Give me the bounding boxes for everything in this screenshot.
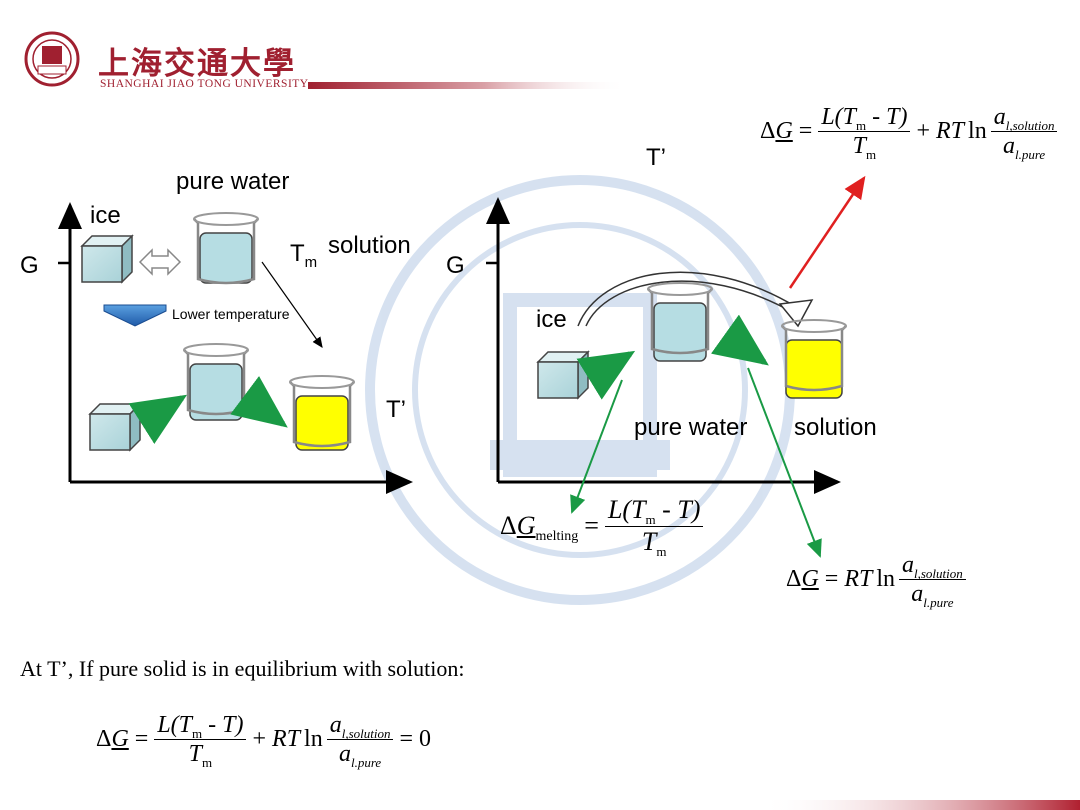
left-y-axis-label: G [20,252,39,279]
left-axes [58,202,413,494]
right-pure-water-label: pure water [634,414,748,441]
lower-temperature-label: Lower temperature [172,306,290,322]
equation-top: ΔG = L(Tm - T) Tm + RT ln al,solution al… [760,104,1058,162]
equation-melting: ΔGmelting = L(Tm - T) Tm [500,495,704,558]
left-solution-label: solution [328,232,411,259]
double-arrow-icon [138,248,182,276]
ice-cube-right [536,350,590,400]
curved-arrow-ice-to-solution [577,271,814,328]
left-tprime-label: T’ [386,396,406,423]
green-arrow-left-2 [230,376,288,428]
university-name-cn: 上海交通大學 [98,46,296,82]
green-arrow-right-2 [710,314,769,366]
right-solution-label: solution [794,414,877,441]
left-tm-label: Tm [290,240,318,271]
equilibrium-statement: At T’, If pure solid is in equilibrium w… [20,656,465,681]
arrow-tm-to-solution [261,261,323,348]
green-arrow-right-1 [576,350,636,400]
university-name-en: SHANGHAI JIAO TONG UNIVERSITY [100,78,309,90]
arrow-to-mixing-eq [747,367,822,558]
lower-temperature-arrow-icon [103,304,167,327]
right-y-axis-label: G [446,252,465,279]
beaker-pure-water-left-top [192,211,260,285]
right-axes [486,197,841,494]
equation-bottom: ΔG = L(Tm - T) Tm + RT ln al,solution al… [96,712,432,771]
arrow-to-melting-eq [570,379,623,514]
beaker-solution-left [288,374,356,451]
ice-cube-left-top [80,234,134,284]
beaker-solution-right [780,318,848,399]
left-pure-water-label: pure water [176,168,290,195]
header-bar [308,82,628,89]
arrow-to-top-eq [788,175,866,289]
right-tprime-label: T’ [646,144,666,171]
ice-cube-left-bottom [88,402,142,452]
equation-mixing: ΔG = RT ln al,solution al.pure [786,552,966,610]
footer-bar [760,800,1080,810]
right-ice-label: ice [536,306,567,333]
beaker-pure-water-right [646,281,714,362]
green-arrow-left-1 [128,394,188,444]
beaker-pure-water-left-bottom [182,342,250,421]
left-ice-label: ice [90,202,121,229]
university-emblem [24,31,80,87]
